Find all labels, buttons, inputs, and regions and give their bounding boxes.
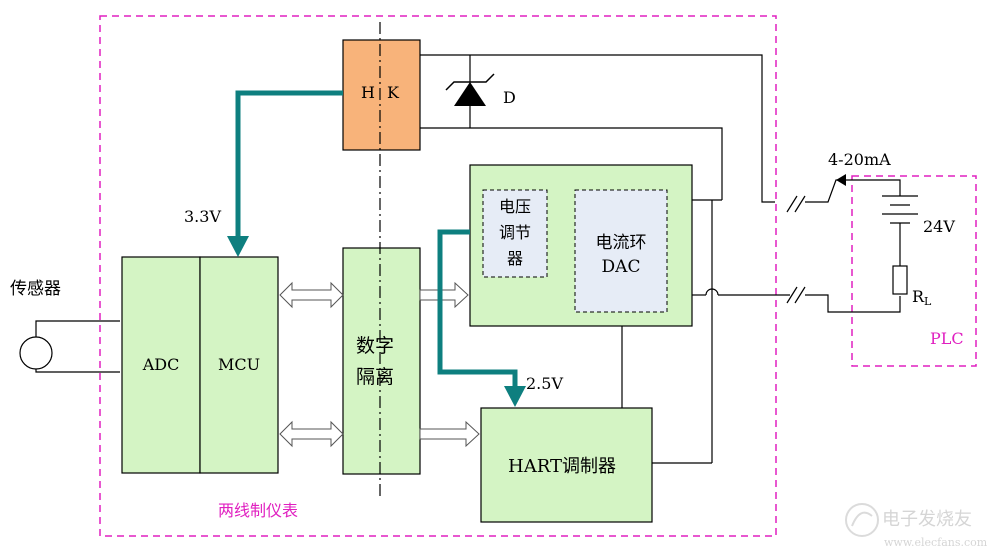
resistor-label: RL xyxy=(912,287,932,308)
sensor-symbol xyxy=(19,336,53,370)
current-loop-dac-box xyxy=(574,189,668,313)
hart-modulator-block xyxy=(480,407,653,523)
voltage-2v5-label: 2.5V xyxy=(526,374,563,393)
digital-isolation-block xyxy=(342,247,421,475)
watermark-url: www.elecfans.com xyxy=(884,536,988,549)
instrument-label: 两线制仪表 xyxy=(218,501,298,520)
voltage-regulator-label-line1: 电压 xyxy=(499,197,531,216)
voltage-regulator-label-line3: 器 xyxy=(507,249,523,268)
power-path-2v5 xyxy=(437,229,518,388)
mcu-label: MCU xyxy=(218,355,260,374)
mcu-block xyxy=(199,256,279,474)
power-arrow-2v5 xyxy=(504,386,526,407)
adc-label: ADC xyxy=(142,355,180,374)
zener-diode-symbol xyxy=(445,73,495,106)
dac-label-line2: DAC xyxy=(602,257,641,277)
power-path-3v3 xyxy=(235,90,343,238)
data-arrows xyxy=(279,281,480,448)
power-arrow-3v3 xyxy=(227,236,249,257)
plc-label: PLC xyxy=(930,329,964,348)
voltage-regulator-label-line2: 调节 xyxy=(499,223,531,242)
hk-label-h: H xyxy=(361,83,375,102)
watermark: 电子发烧友 www.elecfans.com xyxy=(845,503,988,549)
hk-label-k: K xyxy=(387,83,400,102)
voltage-3v3-label: 3.3V xyxy=(184,207,221,226)
hart-modulator-label: HART调制器 xyxy=(508,456,616,477)
plc-boundary xyxy=(851,175,977,367)
sensor-label: 传感器 xyxy=(10,279,61,299)
instrument-boundary xyxy=(99,15,777,537)
current-range-label: 4-20mA xyxy=(828,150,891,169)
watermark-text: 电子发烧友 xyxy=(882,509,972,530)
diode-label: D xyxy=(503,88,516,107)
voltage-regulator-box xyxy=(482,189,548,278)
current-arrow xyxy=(836,174,846,186)
isolation-label-line2: 隔离 xyxy=(356,366,394,388)
dac-label-line1: 电流环 xyxy=(596,233,647,253)
hk-block xyxy=(342,39,421,151)
voltage-24v-label: 24V xyxy=(923,217,955,236)
isolation-label-line1: 数字 xyxy=(356,335,394,357)
wiring xyxy=(35,54,918,464)
